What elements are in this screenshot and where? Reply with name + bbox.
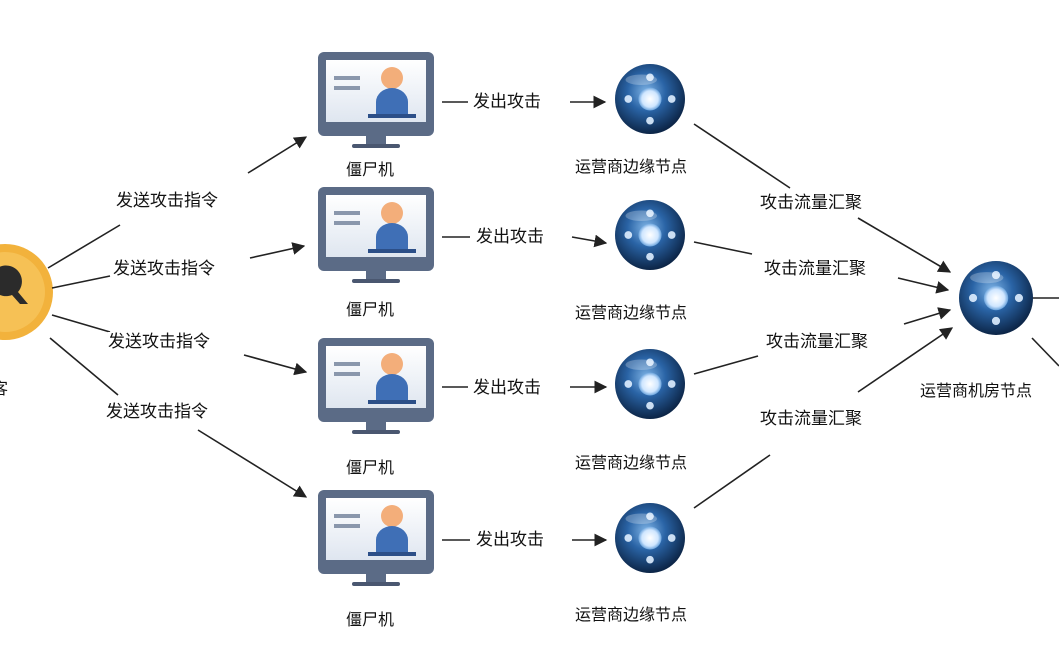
zombie-caption-1: 僵尸机 xyxy=(346,160,395,179)
send-command-label-3: 发送攻击指令 xyxy=(108,332,210,352)
launch-attack-label-2: 发出攻击 xyxy=(476,227,544,247)
zombie-caption-4: 僵尸机 xyxy=(346,610,395,629)
launch-attack-label-3: 发出攻击 xyxy=(473,378,541,398)
zombie-computer-icon-4 xyxy=(318,490,434,586)
attacker-icon xyxy=(0,244,53,340)
edge-node-icon-3 xyxy=(615,349,685,419)
datacenter-node-caption: 运营商机房节点 xyxy=(920,381,1033,400)
launch-attack-label-1: 发出攻击 xyxy=(473,92,541,112)
edge-node-icon-4 xyxy=(615,503,685,573)
edge-node-caption-1: 运营商边缘节点 xyxy=(575,157,688,176)
zombie-caption-3: 僵尸机 xyxy=(346,458,395,477)
edge-node-caption-4: 运营商边缘节点 xyxy=(575,605,688,624)
traffic-converge-label-4: 攻击流量汇聚 xyxy=(760,409,862,429)
zombie-computer-icon-1 xyxy=(318,52,434,148)
zombie-computer-icon-3 xyxy=(318,338,434,434)
datacenter-node-icon xyxy=(959,261,1033,335)
zombie-computer-icon-2 xyxy=(318,187,434,283)
edge-node-caption-3: 运营商边缘节点 xyxy=(575,453,688,472)
edge-node-caption-2: 运营商边缘节点 xyxy=(575,303,688,322)
command-arrows xyxy=(47,136,308,498)
edge-node-icon-1 xyxy=(615,64,685,134)
attack-arrows xyxy=(442,95,608,547)
attacker-caption: 客 xyxy=(0,379,9,398)
traffic-converge-label-3: 攻击流量汇聚 xyxy=(766,332,868,352)
traffic-converge-label-2: 攻击流量汇聚 xyxy=(764,259,866,279)
send-command-label-4: 发送攻击指令 xyxy=(106,402,208,422)
converge-arrows xyxy=(693,123,1059,509)
edge-node-icon-2 xyxy=(615,200,685,270)
send-command-label-2: 发送攻击指令 xyxy=(113,259,215,279)
launch-attack-label-4: 发出攻击 xyxy=(476,530,544,550)
send-command-label-1: 发送攻击指令 xyxy=(116,191,218,211)
zombie-caption-2: 僵尸机 xyxy=(346,300,395,319)
traffic-converge-label-1: 攻击流量汇聚 xyxy=(760,193,862,213)
